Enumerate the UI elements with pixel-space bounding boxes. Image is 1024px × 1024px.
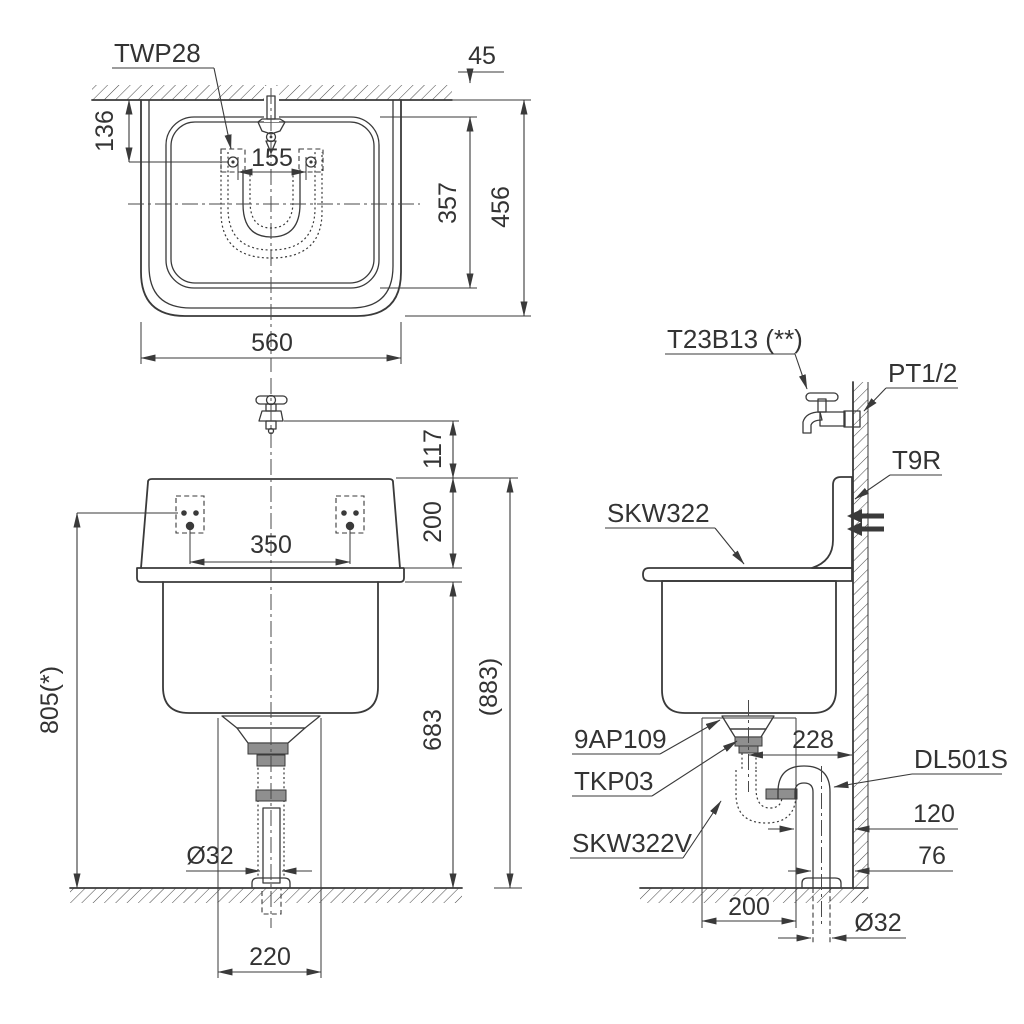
label-tailpipe: TKP03 xyxy=(574,766,654,796)
floor-hatch-side xyxy=(640,888,868,903)
wall-hatch-side xyxy=(853,382,868,903)
dim-wall-thickness: 45 xyxy=(468,42,496,70)
side-dimensions: 228 120 76 200 Ø32 xyxy=(701,726,958,942)
dim-spout-height: 117 xyxy=(419,429,447,469)
side-view: T23B13 (**) PT1/2 T9R SKW322 9AP109 TKP0… xyxy=(570,324,1008,944)
label-backsplash-seal: T9R xyxy=(892,445,941,475)
faucet-hole-left xyxy=(220,148,246,173)
dim-pipe-diameter: Ø32 xyxy=(854,909,901,937)
seal-arrow-icon xyxy=(847,522,884,536)
faucet-front-view xyxy=(255,394,288,435)
dim-mount-height: 805(*) xyxy=(36,666,64,734)
dim-pipe-to-wall: 76 xyxy=(918,842,946,870)
label-faucet: T23B13 (**) xyxy=(667,324,803,354)
faucet-hole-right xyxy=(298,148,324,173)
front-dimensions: 117 200 350 805(*) 683 (883) Ø32 220 xyxy=(36,420,518,976)
dim-cover-depth: 200 xyxy=(728,893,770,921)
dim-drain-to-wall: 228 xyxy=(792,726,834,754)
faucet-side-view xyxy=(802,392,861,434)
label-sink-model: SKW322 xyxy=(607,498,710,528)
dim-overall-width: 560 xyxy=(251,329,293,357)
plan-view: 45 136 155 357 456 560 xyxy=(91,38,531,372)
sink-rim-section xyxy=(642,567,853,582)
basin-section xyxy=(661,580,837,714)
dim-cover-width: 220 xyxy=(249,943,291,971)
front-view: 117 200 350 805(*) 683 (883) Ø32 220 xyxy=(36,378,522,978)
label-trap: DL501S xyxy=(914,744,1008,774)
dim-cover-to-wall: 120 xyxy=(913,800,955,828)
sink-rim-front xyxy=(136,567,405,583)
plan-dimensions: 45 136 155 357 456 560 xyxy=(91,42,531,364)
dim-overall-depth: 456 xyxy=(487,186,515,228)
label-drain-fitting: 9AP109 xyxy=(574,724,667,754)
dim-top-to-rim: 200 xyxy=(419,501,447,543)
label-supply: PT1/2 xyxy=(888,358,957,388)
plan-labels: TWP28 xyxy=(112,38,232,150)
dim-rim-to-floor: 683 xyxy=(419,709,447,751)
dim-hole-spacing: 155 xyxy=(251,144,293,172)
floor-hatch-front xyxy=(70,888,462,903)
overflow-channel xyxy=(220,152,323,259)
dim-bracket-spacing: 350 xyxy=(250,531,292,559)
dim-hole-offset: 136 xyxy=(91,110,119,152)
mounting-bracket-left xyxy=(175,495,205,534)
dim-overall-height: (883) xyxy=(475,658,503,716)
dim-drain-diameter: Ø32 xyxy=(186,842,233,870)
backsplash-section xyxy=(811,476,853,569)
seal-arrow-icon xyxy=(847,509,884,523)
mounting-bracket-right xyxy=(335,495,365,534)
label-faucet-model: TWP28 xyxy=(114,38,201,68)
dim-basin-depth: 357 xyxy=(434,182,462,224)
side-labels: T23B13 (**) PT1/2 T9R SKW322 9AP109 TKP0… xyxy=(570,324,1008,859)
label-pipe-cover: SKW322V xyxy=(572,828,693,858)
